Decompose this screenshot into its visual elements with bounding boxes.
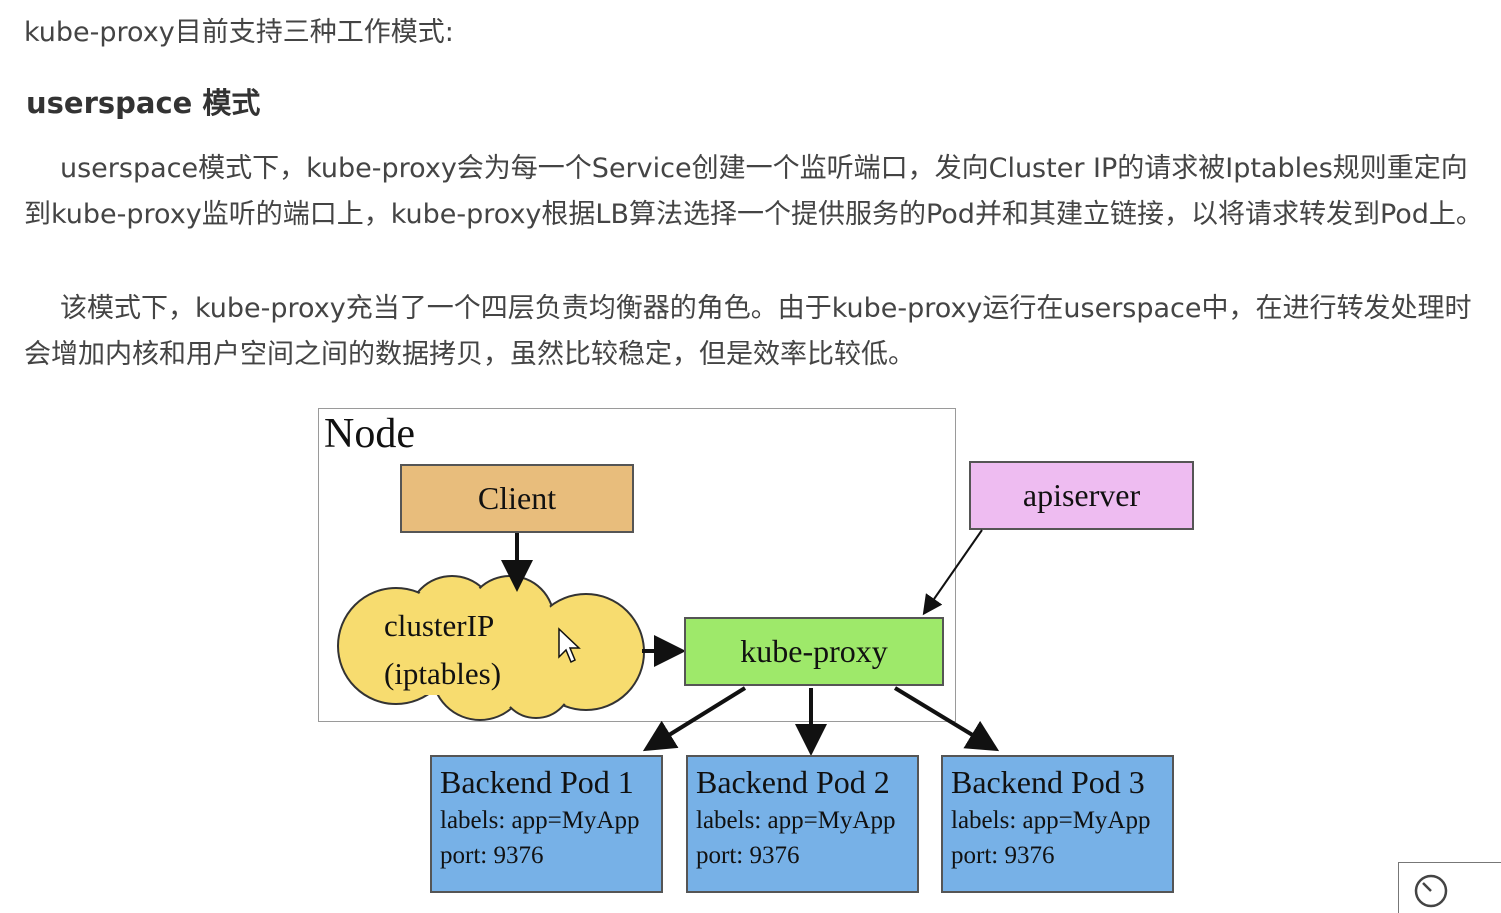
- clusterip-line-2: (iptables): [384, 656, 502, 691]
- arrow-apiserver-to-kube-proxy: [922, 529, 983, 616]
- cursor-arrow-icon: [558, 627, 581, 664]
- intro-text: kube-proxy目前支持三种工作模式:: [24, 17, 454, 48]
- node-label: Node: [324, 411, 415, 457]
- clusterip-label: clusterIP (iptables): [384, 602, 501, 698]
- pod-title: Backend Pod 2: [696, 764, 890, 800]
- corner-widget[interactable]: [1398, 862, 1501, 913]
- arrow-kube-proxy-to-pod-3: [893, 686, 1000, 752]
- gauge-icon[interactable]: [1409, 869, 1449, 909]
- backend-pod-3: Backend Pod 3 labels: app=MyApp port: 93…: [941, 755, 1174, 893]
- arrow-kube-proxy-to-pod-1: [642, 686, 747, 752]
- paragraph-2: 该模式下，kube-proxy充当了一个四层负责均衡器的角色。由于kube-pr…: [24, 293, 1472, 370]
- backend-pod-2: Backend Pod 2 labels: app=MyApp port: 93…: [686, 755, 919, 893]
- pod-title: Backend Pod 1: [440, 764, 634, 800]
- pod-labels: labels: app=MyApp: [696, 807, 896, 834]
- apiserver-box: apiserver: [969, 461, 1194, 530]
- clusterip-cloud: [337, 575, 645, 721]
- pod-labels: labels: app=MyApp: [440, 807, 640, 834]
- paragraph-1: userspace模式下，kube-proxy会为每一个Service创建一个监…: [24, 153, 1483, 230]
- pod-title: Backend Pod 3: [951, 764, 1145, 800]
- pod-labels: labels: app=MyApp: [951, 807, 1151, 834]
- pod-port: port: 9376: [696, 842, 800, 869]
- clusterip-line-1: clusterIP: [384, 608, 495, 643]
- section-heading: userspace 模式: [26, 86, 261, 120]
- pod-port: port: 9376: [440, 842, 544, 869]
- backend-pod-1: Backend Pod 1 labels: app=MyApp port: 93…: [430, 755, 663, 893]
- kube-proxy-box: kube-proxy: [684, 617, 944, 686]
- client-box: Client: [400, 464, 634, 533]
- pod-port: port: 9376: [951, 842, 1055, 869]
